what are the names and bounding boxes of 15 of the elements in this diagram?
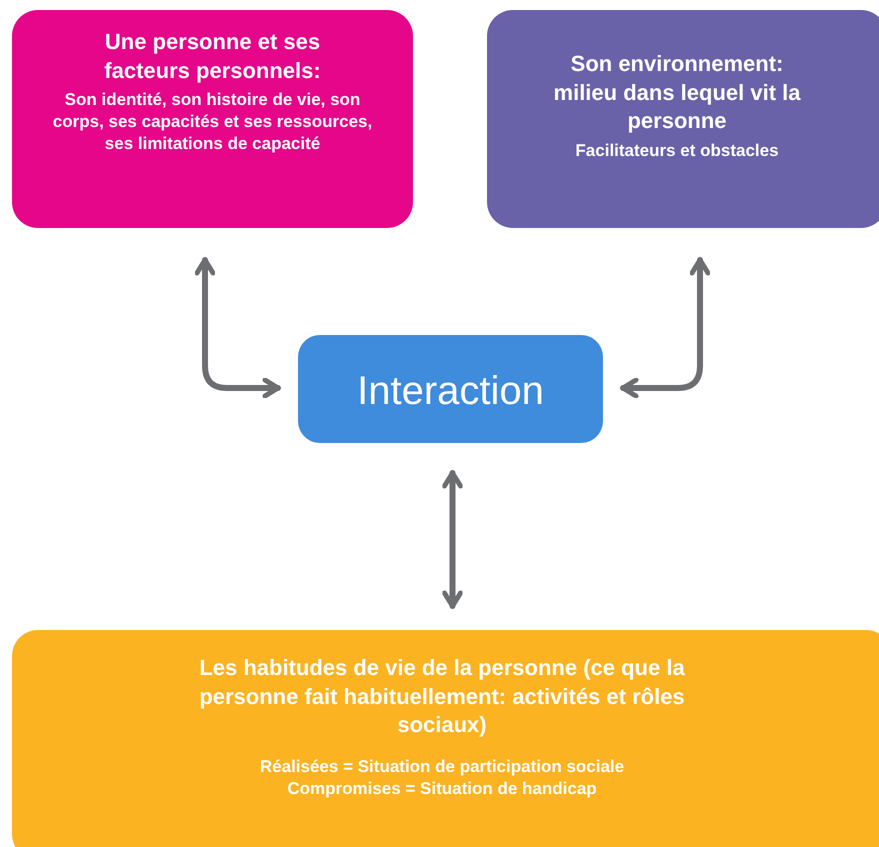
rounded-box: [487, 10, 879, 228]
heading-text: Son environnement: milieu dans lequel vit la personne: [552, 50, 802, 136]
body-text: Son identité, son histoire de vie, son corps, ses capacités et ses ressources, ses limitations de capacité: [52, 89, 374, 156]
body-text: Réalisées = Situation de participation sociale: [258, 756, 626, 778]
rounded-box: [12, 10, 413, 228]
rounded-box: [12, 630, 879, 847]
double-arrow: [194, 257, 281, 398]
heading-text: Une personne et ses facteurs personnels:: [103, 28, 322, 85]
double-arrow: [442, 470, 463, 609]
body-text: Facilitateurs et obstacles: [574, 140, 780, 162]
double-arrow: [620, 257, 710, 398]
heading-text: Interaction: [356, 368, 545, 415]
rounded-box: [298, 335, 603, 443]
body-text: Compromises = Situation de handicap: [286, 778, 598, 800]
heading-text: Les habitudes de vie de la personne (ce que la personne fait habituellement: activités et rôles sociaux): [198, 654, 686, 740]
